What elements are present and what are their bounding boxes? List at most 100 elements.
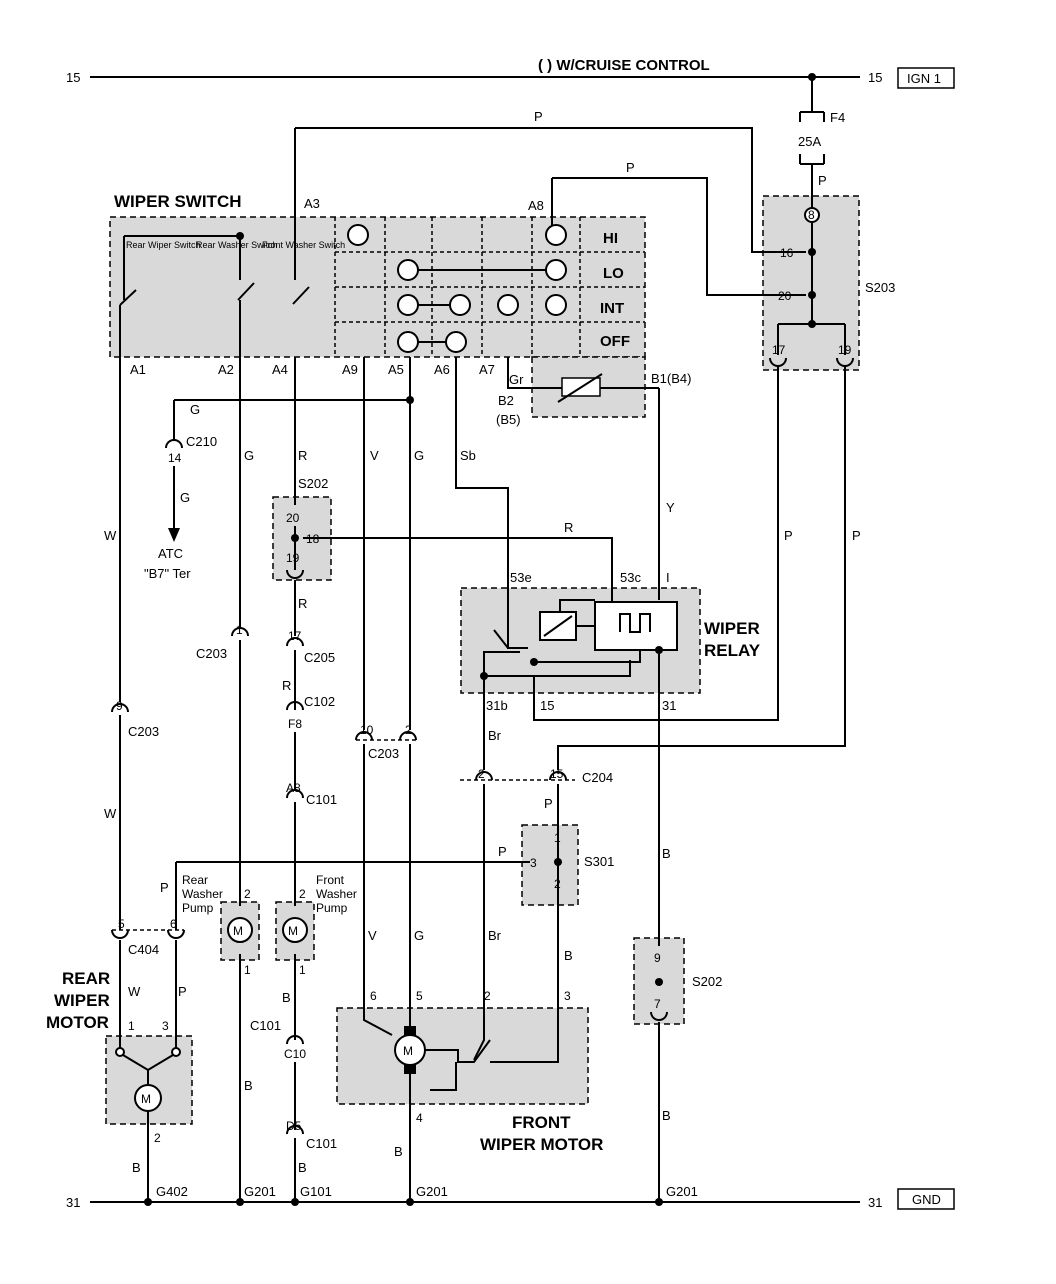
s202a-pin: 19 [286,551,300,565]
wire-color: B [662,1108,671,1123]
junction-dot [655,646,663,654]
wire-color: B [394,1144,403,1159]
wire-color: R [282,678,291,693]
wire-r-53c [303,537,613,602]
wire-color: B [564,948,573,963]
c203-label: C203 [196,646,227,661]
wire-color: W [104,806,117,821]
switch-pos-lo: LO [603,265,624,282]
ground-dot [236,1198,244,1206]
c101-label: C101 [250,1018,281,1033]
wire-color: P [544,796,553,811]
switch-pos-hi: HI [603,230,618,247]
c204-pin: 15 [550,767,564,781]
gnd-label: GND [912,1192,941,1207]
wire-color: P [178,984,187,999]
rear-pump-label: Washer [182,887,223,901]
junction-dot [530,658,538,666]
ground-g101: G101 [300,1184,332,1199]
rail-31-left-label: 31 [66,1195,80,1210]
wiper-relay-title-1: WIPER [704,619,760,638]
wire-color: V [368,928,377,943]
c203-label: C203 [128,724,159,739]
rear-motor-pin: 3 [162,1019,169,1033]
splice-s301-label: S301 [584,854,614,869]
c203-label: C203 [368,746,399,761]
wire-color: R [298,596,307,611]
front-pump-label: Pump [316,901,348,915]
wire-color: B [298,1160,307,1175]
wire-p-19 [557,366,846,770]
ground-dot [406,1198,414,1206]
wire-color: G [190,402,200,417]
wire-color: Br [488,928,502,943]
c210-connector [165,439,183,449]
c102-pin: F8 [288,717,302,731]
switch-contact-circles [347,224,567,353]
pin-a1: A1 [130,362,146,377]
fuse-f4-symbol [799,111,825,165]
gnd-tag [897,1188,955,1210]
pin-a3: A3 [304,196,320,211]
c210-label: C210 [186,434,217,449]
rear-pump-label: Rear [182,873,208,887]
s301-pin: 1 [554,831,561,845]
motor-symbol: M [403,1044,413,1058]
front-motor-pin: 5 [416,989,423,1003]
wire [507,357,659,389]
relay-pin-i: I [666,570,670,585]
ground-dot [655,1198,663,1206]
ground-g201: G201 [666,1184,698,1199]
wire-color: P [626,160,635,175]
ground-g201: G201 [416,1184,448,1199]
c205-label: C205 [304,650,335,665]
relay-pin-31: 31 [662,698,676,713]
front-pump-label: Washer [316,887,357,901]
switch-internal-wiring [123,235,296,300]
fuse-name: F4 [830,110,845,125]
front-washer-pump-motor [282,917,308,943]
pin-b2: B2 [498,393,514,408]
front-pump-pin: 2 [299,887,306,901]
junction-dot [808,291,816,299]
s202b-connector [650,1011,668,1021]
rear-motor-feed-wires [119,940,177,1050]
c205-connector [286,637,304,647]
pin-a8: A8 [528,198,544,213]
wire-a6 [455,357,528,649]
rear-motor-pin: 2 [154,1131,161,1145]
pin-a9: A9 [342,362,358,377]
relay-timer-module [594,601,678,651]
front-pump-pin: 1 [299,963,306,977]
ign-label: IGN 1 [907,71,941,86]
relay-pin-15: 15 [540,698,554,713]
wire-color: B [282,990,291,1005]
front-wiper-motor-label: FRONT [512,1113,571,1132]
wire-color: Br [488,728,502,743]
front-wiper-motor-box [336,1007,589,1105]
splice-s202a-label: S202 [298,476,328,491]
junction-dot [554,858,562,866]
atc-terminal: "B7" Ter [144,566,191,581]
wire [777,324,846,355]
wire-color: G [180,490,190,505]
ground-g201: G201 [244,1184,276,1199]
pin-a2: A2 [218,362,234,377]
pin-a5: A5 [388,362,404,377]
front-motor-pin: 2 [484,989,491,1003]
c205-pin: 17 [288,629,302,643]
rear-washer-pump-motor [227,917,253,943]
c101-label: C101 [306,792,337,807]
s203-pin-label: 19 [838,343,852,357]
rear-wiper-motor-label: MOTOR [46,1013,109,1032]
switch-bus-lines [418,269,546,343]
s202a-connector [286,569,304,579]
wire-color: G [414,448,424,463]
pin-a7: A7 [479,362,495,377]
splice-s202b-box [633,937,685,1025]
rear-pump-pin: 1 [244,963,251,977]
c101-d5-connector [286,1125,304,1135]
rear-motor-pin: 1 [128,1019,135,1033]
s203-pin-label: 8 [808,208,815,222]
